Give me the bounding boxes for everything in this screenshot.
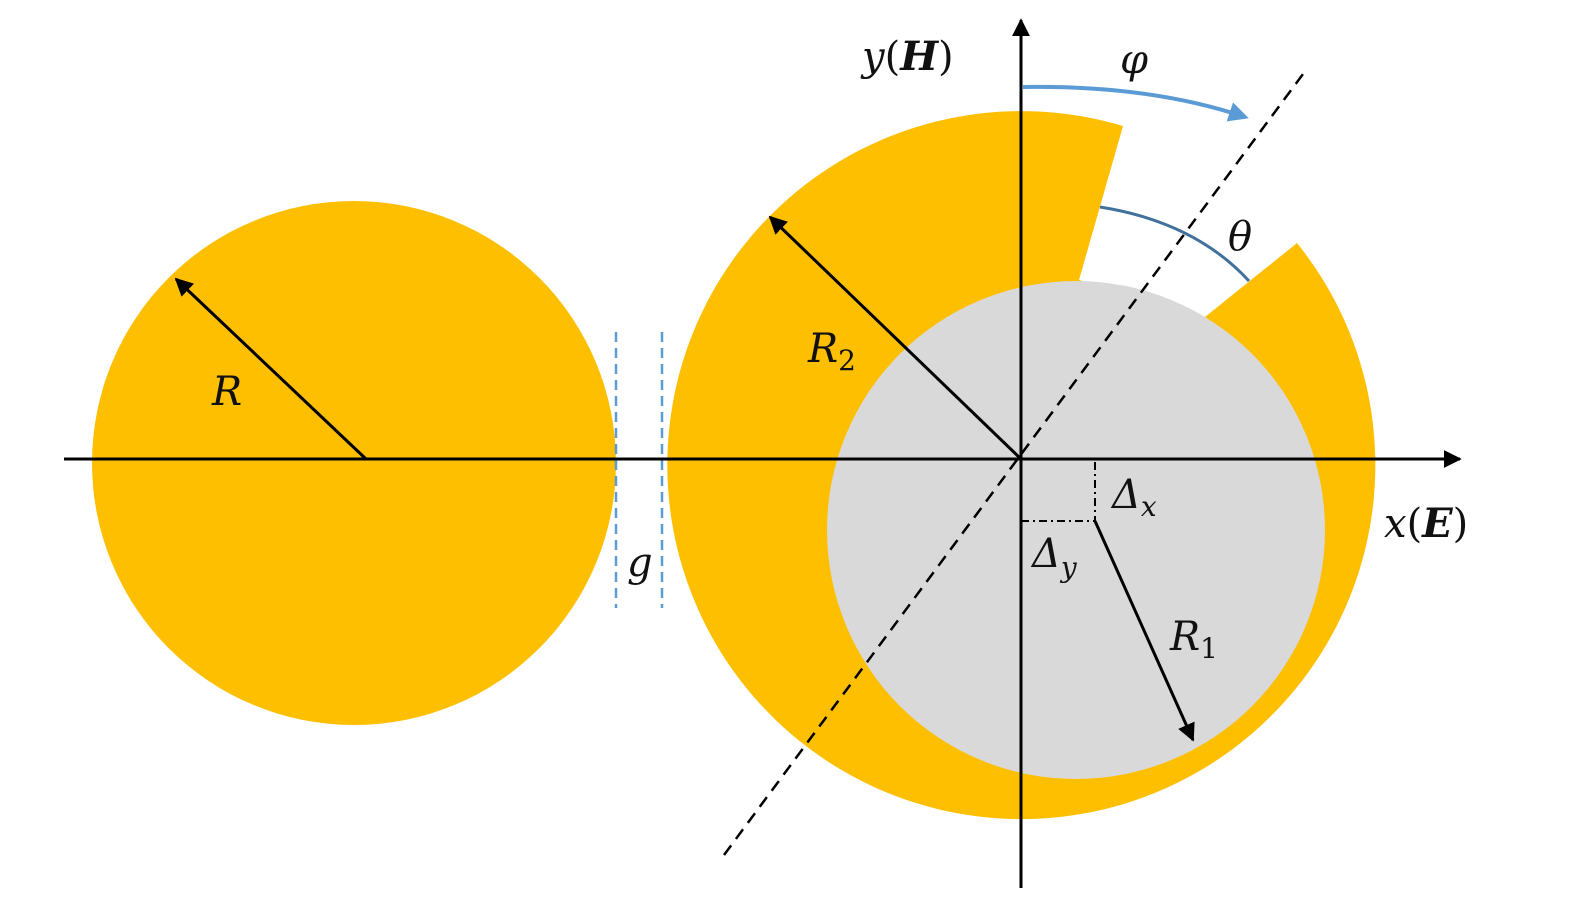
radius-R1-arrow [1093,520,1195,742]
inner-core [827,281,1325,779]
label-y-axis: y(H) [860,33,954,80]
label-g: g [627,540,653,586]
radius-R-arrow [174,277,368,461]
label-delta-y: Δy [1030,531,1078,584]
label-R2: R2 [807,326,856,377]
label-theta: θ [1228,214,1252,260]
label-x-axis: x(E) [1384,500,1468,547]
label-R1: R1 [1169,614,1218,665]
radius-R2-arrow [768,215,1023,461]
rotation-axis-dashed [722,69,1308,856]
phi-rotation-arrow [1022,84,1249,122]
label-R: R [211,369,242,415]
label-delta-x: Δx [1110,472,1157,523]
left-solid-disk [92,201,616,725]
theta-arc [1099,205,1251,283]
label-phi: φ [1120,37,1148,83]
